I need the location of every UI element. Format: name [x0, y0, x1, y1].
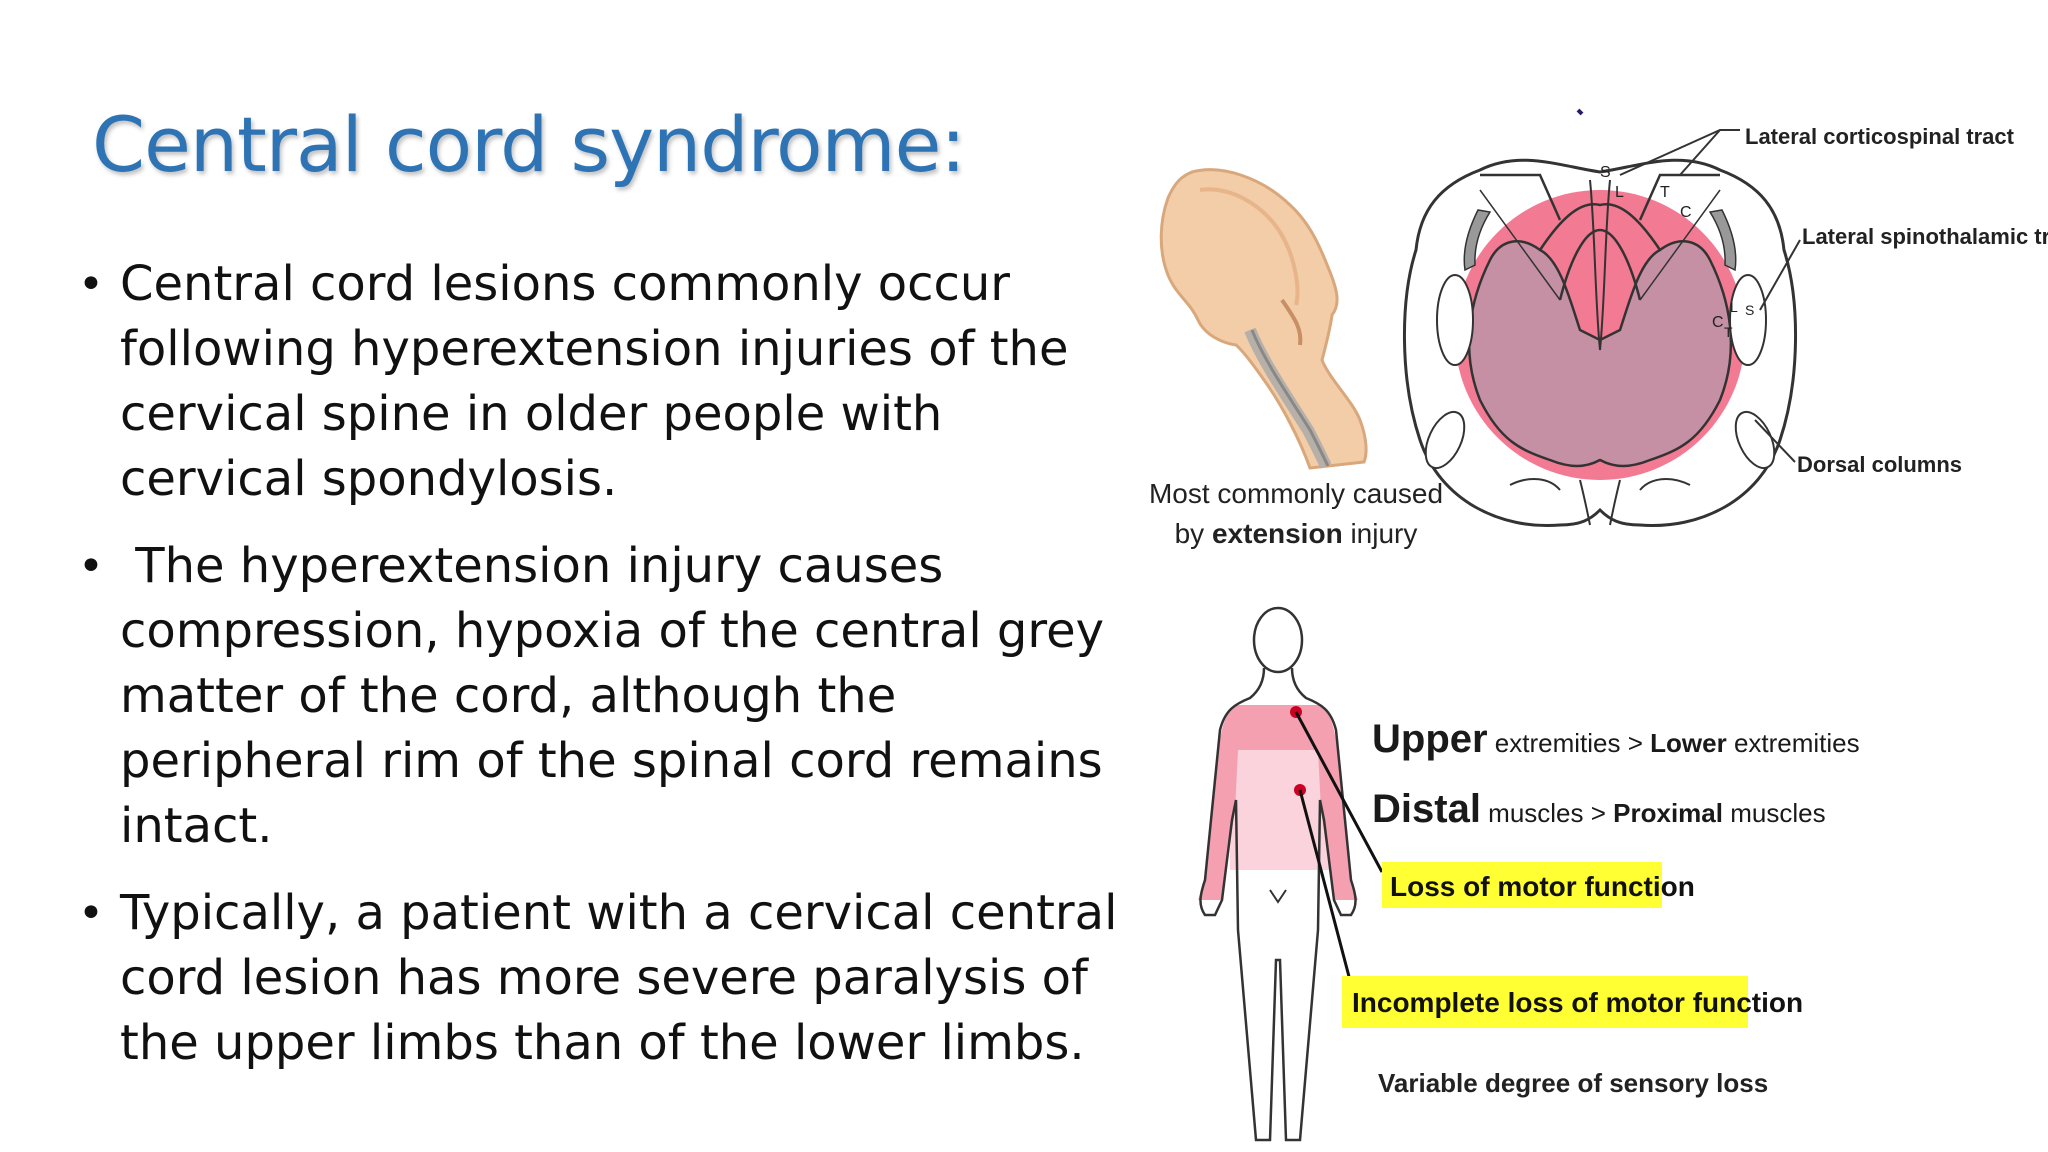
label-sensory-loss: Variable degree of sensory loss [1378, 1068, 1768, 1098]
bullet-text: The hyperextension injury causes compres… [120, 538, 1120, 854]
tract-letter: C [1712, 314, 1724, 331]
bullet-list: • Central cord lesions commonly occur fo… [76, 252, 1126, 1098]
tract-letter: T [1724, 324, 1733, 340]
leader-line [1759, 239, 1801, 311]
bullet-marker: • [78, 541, 104, 592]
bullet-item: • Typically, a patient with a cervical c… [76, 881, 1126, 1076]
label-incomplete-loss: Incomplete loss of motor function [1352, 987, 1803, 1018]
tract-letter: L [1730, 299, 1738, 315]
stray-mark [1576, 108, 1584, 116]
body-figure [1198, 606, 1384, 1142]
caption-pre: by [1175, 518, 1212, 549]
tract-letter: C [1680, 204, 1692, 221]
spinal-cord-cross-section [1403, 158, 1797, 528]
label-lateral-corticospinal: Lateral corticospinal tract [1745, 124, 2015, 149]
bullet-marker: • [78, 259, 104, 310]
bullet-text: Central cord lesions commonly occur foll… [120, 256, 1069, 507]
caption-bold: extension [1212, 518, 1343, 549]
highlight-box [1382, 862, 1662, 908]
upper-lower-comparison: Upper extremities > Lower extremities [1372, 717, 1860, 761]
lower-zone [1230, 750, 1330, 870]
label-dorsal-columns: Dorsal columns [1797, 452, 1962, 477]
bullet-item: • The hyperextension injury causes compr… [76, 534, 1126, 859]
label-loss-motor: Loss of motor function [1390, 871, 1695, 902]
bullet-item: • Central cord lesions commonly occur fo… [76, 252, 1126, 512]
highlight-box [1342, 976, 1748, 1028]
bullet-text: Typically, a patient with a cervical cen… [120, 885, 1118, 1071]
slide-title: Central cord syndrome: [92, 100, 966, 189]
tract-letter: L [1615, 184, 1624, 201]
pointer-line [1298, 789, 1354, 989]
caption-line-2: by extension injury [1175, 518, 1418, 549]
caption-post: injury [1343, 518, 1418, 549]
tract-letter: T [1660, 184, 1670, 201]
tract-letter: S [1600, 164, 1611, 181]
leader-line [1679, 129, 1721, 176]
pointer-line [1294, 711, 1384, 873]
label-lateral-spinothalamic: Lateral spinothalamic tract [1802, 224, 2048, 249]
distal-proximal-comparison: Distal muscles > Proximal muscles [1372, 787, 1826, 831]
hyperextended-head-illustration [1159, 168, 1368, 470]
tract-letter: S [1745, 302, 1754, 318]
leader-line [1754, 419, 1796, 463]
caption-line-1: Most commonly caused [1149, 478, 1443, 509]
bullet-marker: • [78, 888, 104, 939]
